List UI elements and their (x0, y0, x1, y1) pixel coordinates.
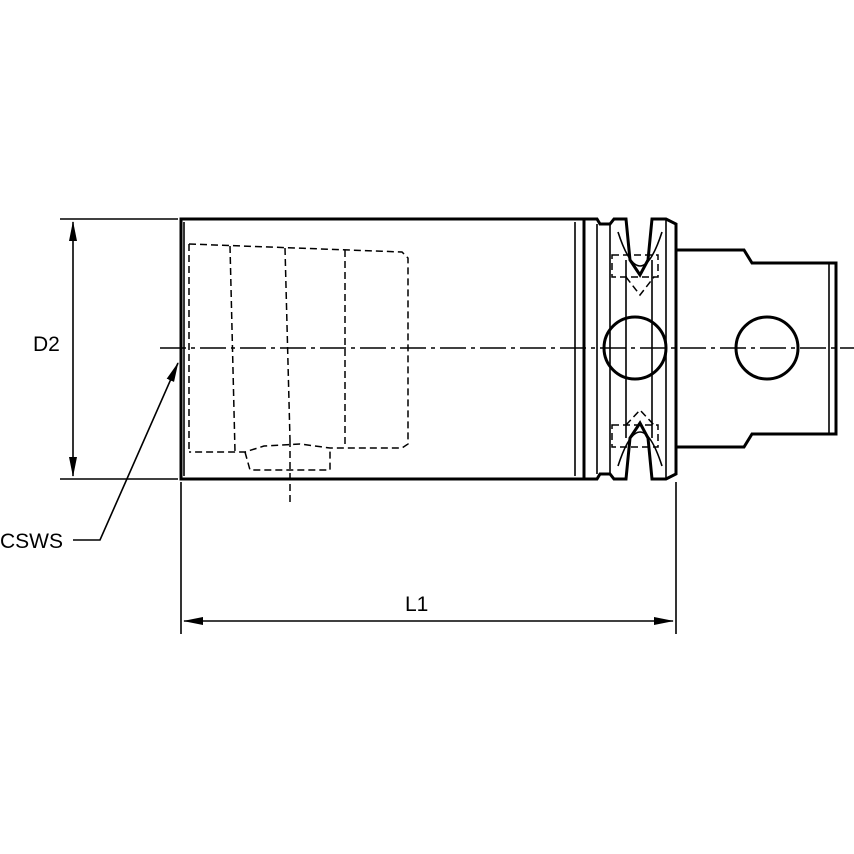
d2-dimension: D2 (33, 218, 178, 480)
flange-section (582, 217, 678, 481)
l1-dimension: L1 (180, 482, 677, 634)
main-body (179, 217, 586, 481)
csws-label: CSWS (0, 530, 63, 553)
csws-leader: CSWS (0, 362, 179, 553)
inner-bore-hidden-lines (188, 243, 409, 505)
shank (674, 248, 838, 449)
d2-label: D2 (33, 333, 60, 356)
l1-label: L1 (405, 593, 428, 616)
